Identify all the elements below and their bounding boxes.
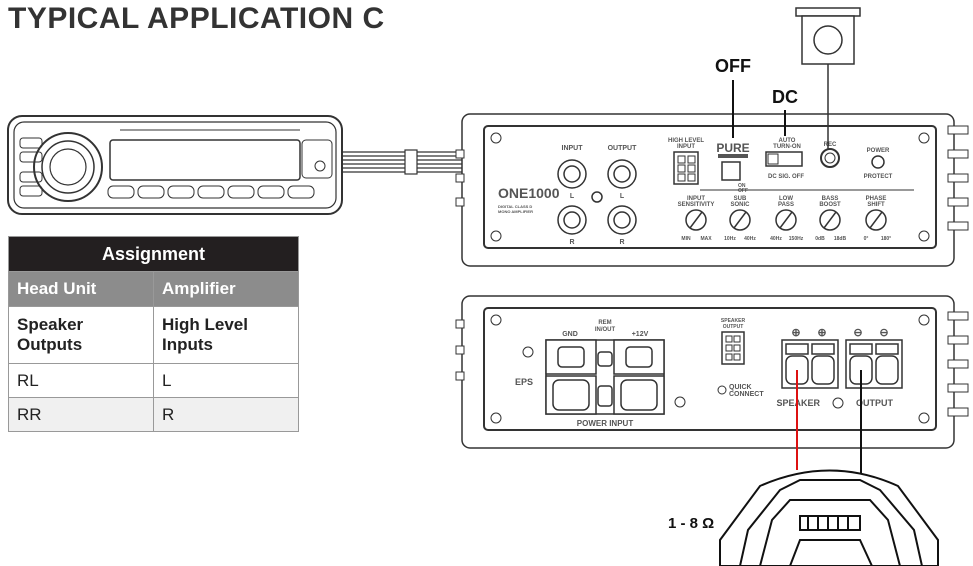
svg-text:OUTPUT: OUTPUT	[723, 324, 744, 330]
svg-text:ON: ON	[738, 183, 746, 189]
svg-text:SPEAKER: SPEAKER	[721, 318, 746, 324]
display-panel	[109, 139, 301, 181]
speaker-terminal-block	[781, 339, 903, 389]
pure-switch	[721, 161, 741, 181]
assignment-table: Assignment Head Unit Amplifier Speaker O…	[8, 236, 299, 432]
svg-text:L: L	[570, 193, 575, 200]
off-callout: OFF	[715, 56, 751, 76]
page-title: TYPICAL APPLICATION C	[8, 2, 385, 35]
svg-text:MIN: MIN	[681, 236, 691, 242]
amplifier-top: ONE1000 DIGITAL CLASS D MONO AMPLIFIER I…	[455, 113, 969, 267]
svg-text:SONIC: SONIC	[730, 202, 750, 208]
table-header: Assignment	[8, 236, 299, 272]
brand-logo: EPS	[515, 377, 533, 387]
svg-text:CONNECT: CONNECT	[729, 391, 764, 398]
svg-text:GND: GND	[562, 331, 578, 338]
svg-text:AUTO: AUTO	[779, 138, 796, 144]
svg-text:180°: 180°	[881, 236, 891, 242]
amplifier-bottom: GND REM IN/OUT +12V POWER INPUT EPS SPEA…	[455, 295, 969, 449]
svg-text:R: R	[619, 239, 624, 246]
svg-text:150Hz: 150Hz	[789, 236, 804, 242]
table-cell: L	[153, 363, 299, 398]
svg-text:HIGH LEVEL: HIGH LEVEL	[668, 138, 704, 144]
svg-text:SUB: SUB	[734, 196, 747, 202]
svg-text:10Hz: 10Hz	[724, 236, 736, 242]
svg-text:OUTPUT: OUTPUT	[856, 398, 894, 408]
svg-text:INPUT: INPUT	[677, 144, 695, 150]
svg-text:DC SIG. OFF: DC SIG. OFF	[768, 174, 804, 180]
svg-text:18dB: 18dB	[834, 236, 847, 242]
svg-text:⊖: ⊖	[853, 327, 862, 339]
svg-text:TURN-ON: TURN-ON	[773, 144, 801, 150]
impedance-label: 1 - 8 Ω	[668, 515, 714, 532]
svg-text:0°: 0°	[864, 236, 869, 242]
svg-text:INPUT: INPUT	[687, 196, 705, 202]
svg-text:40Hz: 40Hz	[744, 236, 756, 242]
svg-text:L: L	[620, 193, 625, 200]
svg-text:POWER INPUT: POWER INPUT	[577, 419, 634, 428]
svg-text:BOOST: BOOST	[819, 202, 841, 208]
speaker-output-port	[721, 331, 745, 365]
svg-text:LOW: LOW	[779, 196, 793, 202]
svg-text:0dB: 0dB	[815, 236, 825, 242]
svg-text:IN/OUT: IN/OUT	[595, 327, 616, 333]
svg-text:⊕: ⊕	[817, 327, 826, 339]
power-led	[871, 155, 885, 169]
svg-text:BASS: BASS	[822, 196, 839, 202]
svg-text:PASS: PASS	[778, 202, 794, 208]
dc-callout: DC	[772, 87, 798, 107]
svg-text:SENSITIVITY: SENSITIVITY	[678, 202, 715, 208]
table-row: RR R	[8, 397, 299, 432]
col-amplifier: Amplifier	[153, 271, 299, 307]
remote-bass-knob	[795, 7, 861, 150]
table-cell: Speaker Outputs	[8, 306, 154, 364]
svg-text:+12V: +12V	[632, 331, 649, 338]
power-input-terminal	[545, 339, 665, 415]
svg-text:INPUT: INPUT	[562, 145, 584, 152]
subwoofer	[719, 469, 939, 566]
svg-text:PHASE: PHASE	[866, 196, 887, 202]
svg-text:POWER: POWER	[867, 148, 890, 154]
svg-text:40Hz: 40Hz	[770, 236, 782, 242]
model-label: ONE1000	[498, 185, 560, 201]
svg-text:MONO AMPLIFIER: MONO AMPLIFIER	[498, 209, 533, 214]
svg-text:PROTECT: PROTECT	[864, 174, 893, 180]
table-row: Speaker Outputs High Level Inputs	[8, 306, 299, 364]
pure-label: PURE	[716, 141, 749, 155]
svg-text:OFF: OFF	[738, 188, 748, 194]
table-cell: R	[153, 397, 299, 432]
table-cell: RR	[8, 397, 154, 432]
rec-port	[820, 148, 840, 168]
svg-text:REM: REM	[598, 320, 611, 326]
col-head-unit: Head Unit	[8, 271, 154, 307]
svg-text:REC: REC	[824, 142, 837, 148]
svg-text:⊕: ⊕	[791, 327, 800, 339]
svg-text:OUTPUT: OUTPUT	[608, 145, 638, 152]
table-cell: RL	[8, 363, 154, 398]
svg-text:QUICK: QUICK	[729, 384, 752, 391]
svg-text:⊖: ⊖	[879, 327, 888, 339]
svg-text:MAX: MAX	[700, 236, 712, 242]
svg-text:DIGITAL CLASS D: DIGITAL CLASS D	[498, 204, 532, 209]
svg-text:SHIFT: SHIFT	[867, 202, 885, 208]
svg-text:SPEAKER: SPEAKER	[776, 398, 820, 408]
svg-text:R: R	[569, 239, 574, 246]
head-unit	[7, 115, 343, 215]
table-row: RL L	[8, 363, 299, 398]
table-cell: High Level Inputs	[153, 306, 299, 364]
